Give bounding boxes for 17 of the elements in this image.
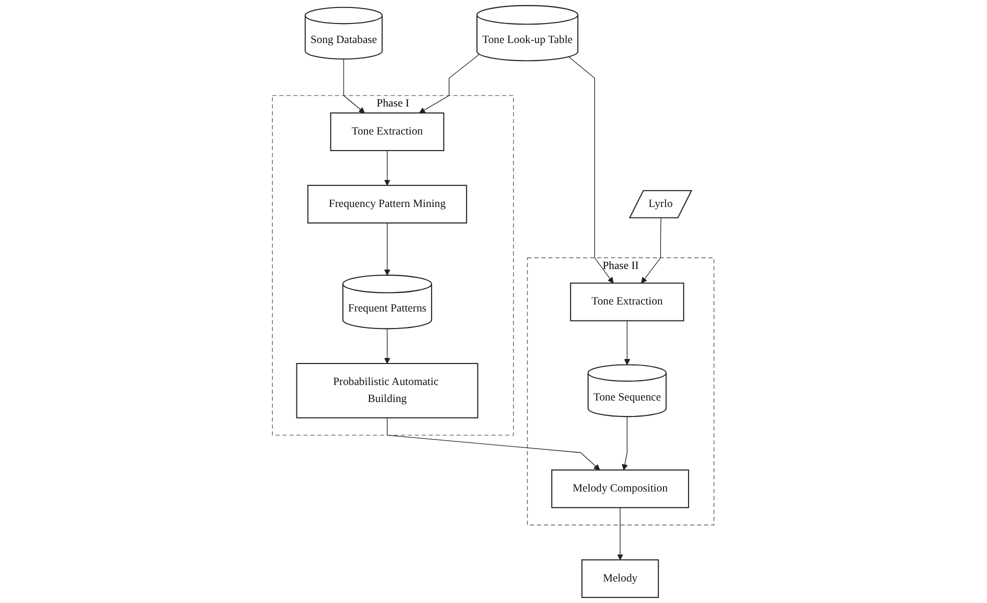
node-box: Probabilistic Automatic Building <box>296 362 479 418</box>
node-box: Frequency Pattern Mining <box>308 184 468 224</box>
arrow <box>384 328 391 364</box>
arrow <box>384 150 391 186</box>
arrow <box>419 54 480 114</box>
arrow <box>622 416 628 470</box>
node-box: Melody Composition <box>552 470 690 508</box>
node-box: Tone Extraction <box>330 112 445 152</box>
arrow <box>387 417 600 470</box>
arrow <box>624 320 631 366</box>
node-box: Tone Extraction <box>570 282 685 322</box>
arrow <box>344 58 366 114</box>
arrow <box>641 218 662 284</box>
arrow <box>384 222 391 276</box>
arrow <box>568 56 614 284</box>
arrow <box>617 507 624 560</box>
node-box: Melody <box>582 559 660 598</box>
